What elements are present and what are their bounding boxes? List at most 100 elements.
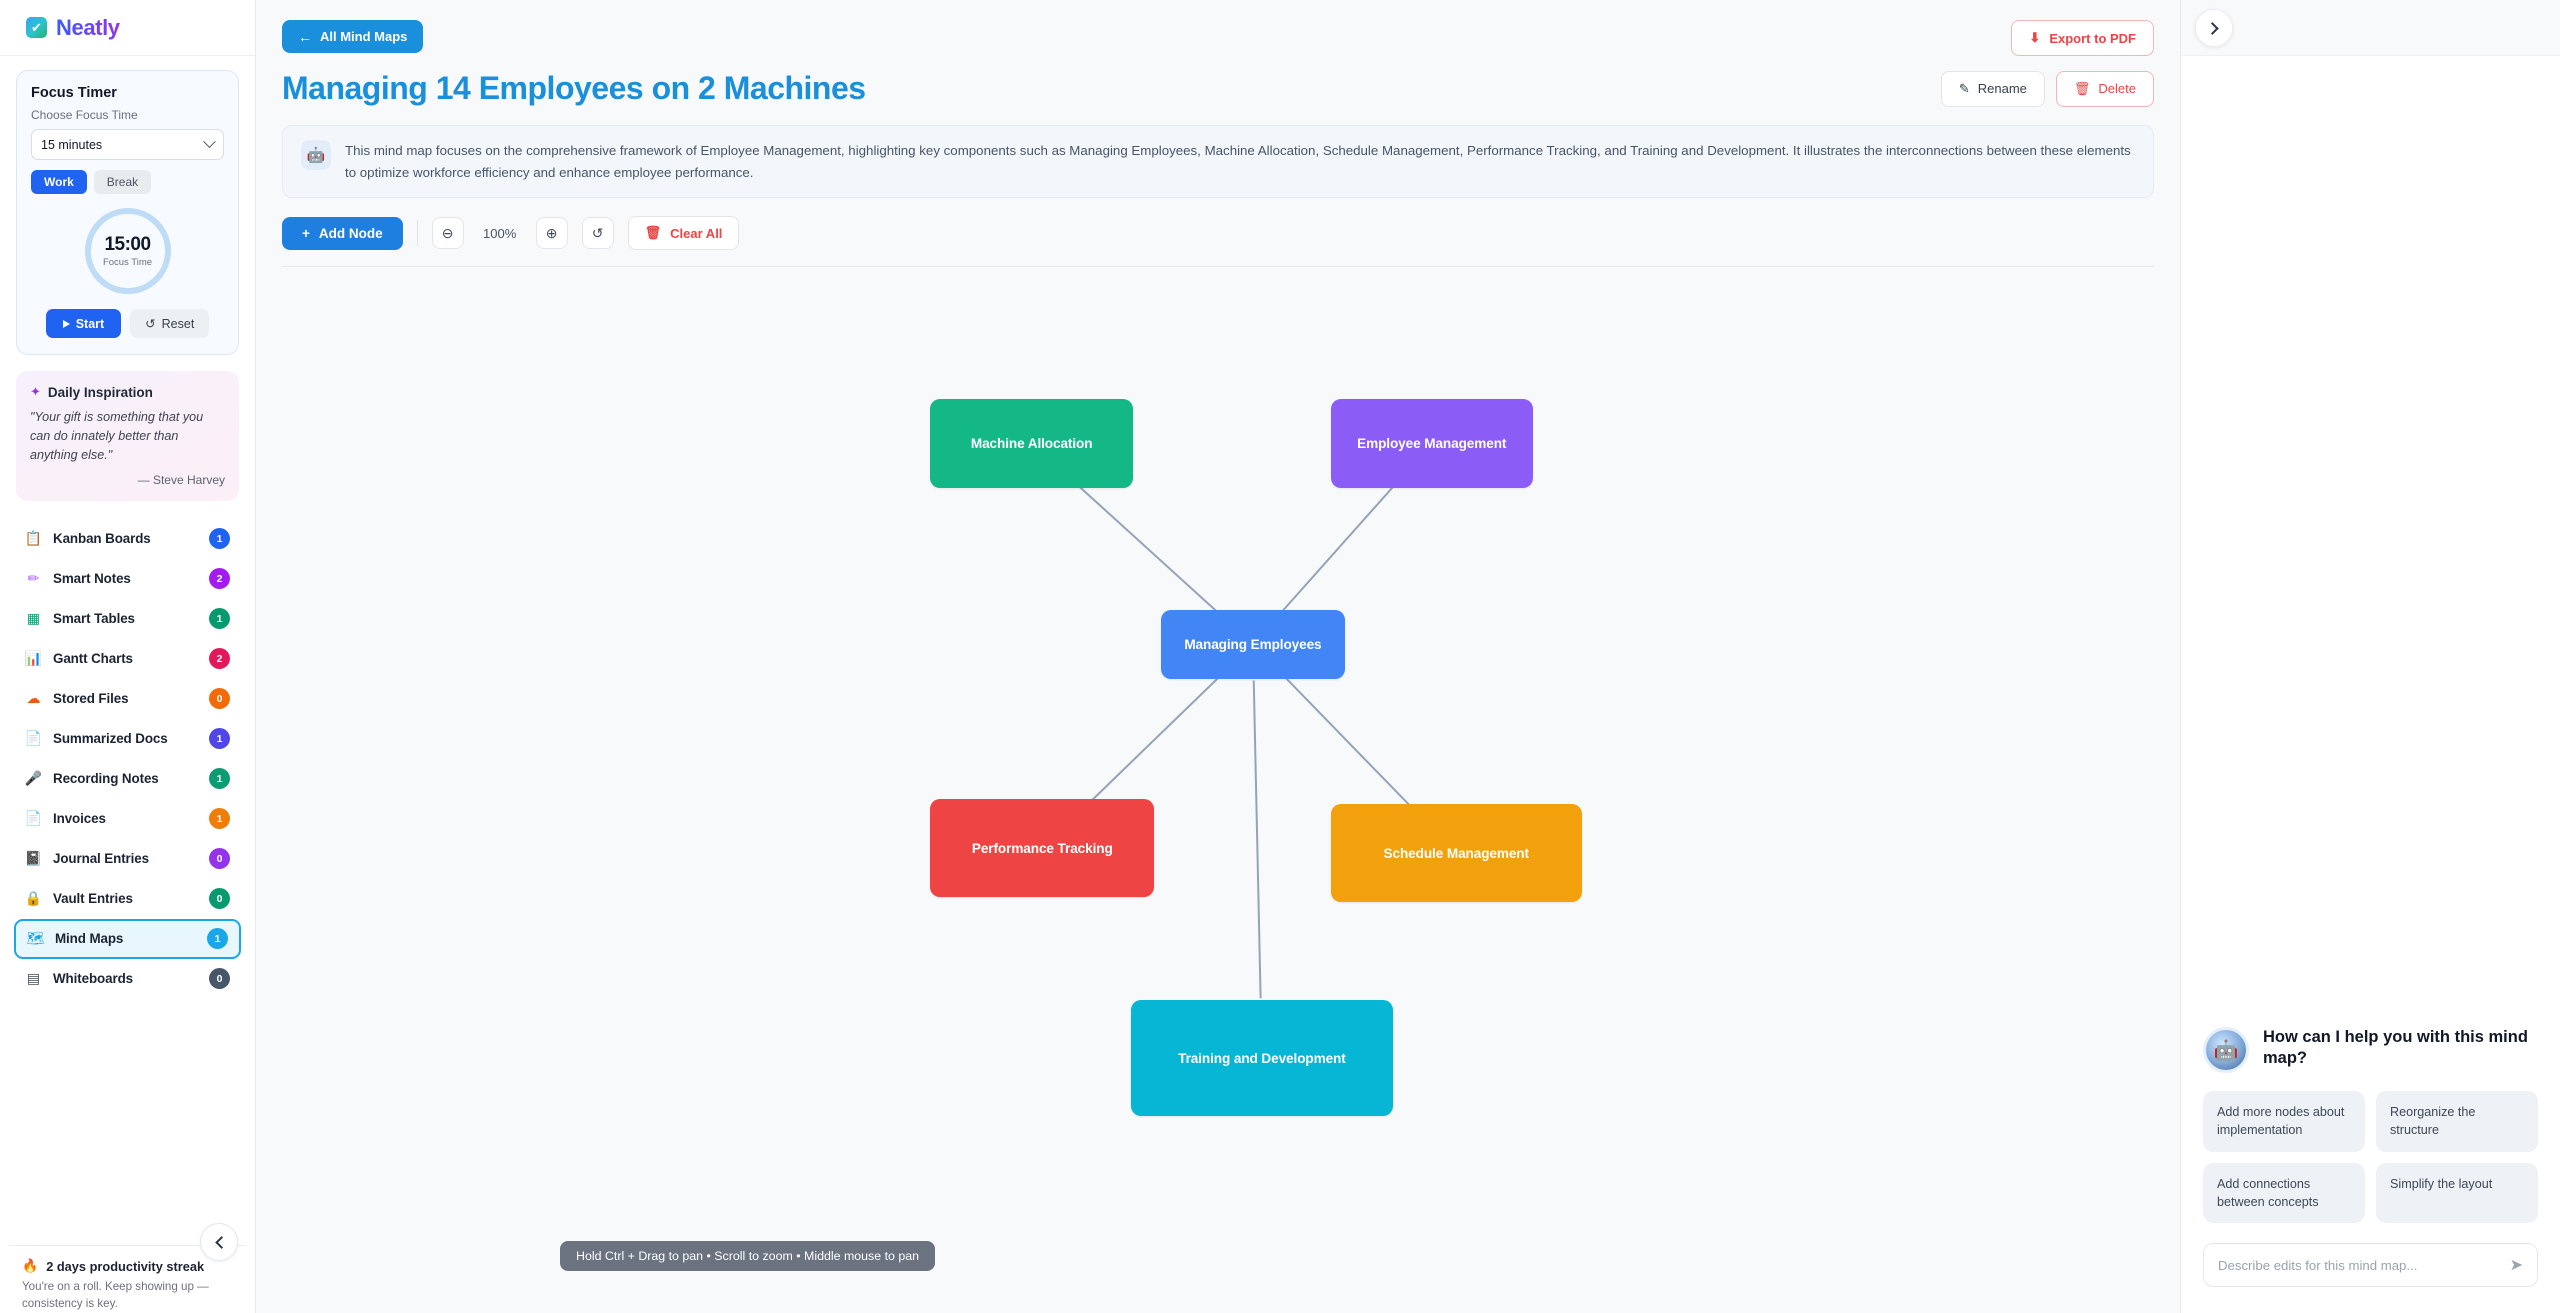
brand[interactable]: ✔ Neatly	[0, 0, 255, 56]
assistant-composer[interactable]: ➤	[2203, 1243, 2538, 1287]
title-row: Managing 14 Employees on 2 Machines ✎ Re…	[282, 70, 2154, 107]
sidebar-item-label: Smart Notes	[53, 571, 131, 587]
ai-assistant-avatar: 🤖	[2203, 1027, 2249, 1073]
focus-timer-card: Focus Timer Choose Focus Time 15 minutes…	[16, 70, 239, 355]
journal-icon: 📓	[24, 850, 43, 867]
export-to-pdf-button[interactable]: ⬇ Export to PDF	[2011, 20, 2154, 56]
delete-button[interactable]: 🗑 Delete	[2055, 70, 2154, 107]
clear-all-button[interactable]: 🗑 Clear All	[627, 216, 740, 251]
sidebar-item-badge: 1	[209, 808, 230, 830]
reset-timer-button[interactable]: ↺ Reset	[130, 309, 210, 338]
page-title: Managing 14 Employees on 2 Machines	[282, 70, 866, 106]
mindmap-node-performance-tracking[interactable]: Performance Tracking	[930, 799, 1155, 898]
lock-icon: 🔒	[24, 890, 43, 907]
main-content: ← All Mind Maps ⬇ Export to PDF Managing…	[256, 0, 2180, 1313]
suggestion-chip[interactable]: Add connections between concepts	[2203, 1162, 2365, 1223]
back-label: All Mind Maps	[320, 29, 408, 44]
mindmap-node-training-development[interactable]: Training and Development	[1131, 1000, 1393, 1117]
assistant-header: 🤖 How can I help you with this mind map?	[2203, 1027, 2538, 1073]
sidebar-item-label: Journal Entries	[53, 851, 149, 867]
note-edit-icon: ✏	[27, 570, 40, 587]
mindmap-edges	[1065, 473, 1422, 999]
all-mind-maps-button[interactable]: ← All Mind Maps	[282, 20, 424, 53]
inspiration-quote: "Your gift is something that you can do …	[30, 410, 204, 462]
canvas-hint: Hold Ctrl + Drag to pan • Scroll to zoom…	[560, 1241, 936, 1271]
mindmap-node-schedule-management[interactable]: Schedule Management	[1330, 804, 1582, 903]
mindmap-node-machine-allocation[interactable]: Machine Allocation	[930, 399, 1133, 488]
assistant-panel-header	[2181, 0, 2560, 56]
suggestion-chip[interactable]: Add more nodes about implementation	[2203, 1091, 2365, 1152]
rename-button[interactable]: ✎ Rename	[1940, 70, 2045, 107]
assistant-body: 🤖 How can I help you with this mind map?…	[2181, 1027, 2560, 1313]
reset-view-button[interactable]: ↺	[581, 217, 614, 250]
mindmap-canvas[interactable]: Hold Ctrl + Drag to pan • Scroll to zoom…	[256, 267, 2180, 1313]
description-panel: 🤖 This mind map focuses on the comprehen…	[282, 125, 2154, 199]
sidebar-item-badge: 1	[207, 928, 228, 950]
timer-display: 15:00	[104, 234, 151, 255]
focus-time-select[interactable]: 15 minutes	[31, 129, 224, 160]
mindmap-node-managing-employees[interactable]: Managing Employees	[1160, 609, 1346, 679]
zoom-level: 100%	[483, 225, 517, 241]
start-label: Start	[75, 316, 105, 331]
clear-all-label: Clear All	[670, 225, 723, 241]
focus-time-value: 15 minutes	[41, 137, 103, 152]
suggestion-chip[interactable]: Simplify the layout	[2376, 1162, 2538, 1223]
brand-name: Neatly	[56, 14, 120, 40]
rename-label: Rename	[1977, 81, 2027, 96]
ai-assistant-panel: 🤖 How can I help you with this mind map?…	[2180, 0, 2560, 1313]
chevron-right-icon	[2205, 21, 2219, 35]
trash-icon: 🗑	[2073, 80, 2091, 96]
sidebar-item-badge: 1	[209, 768, 230, 790]
layout-icon: ▤	[26, 970, 41, 987]
break-mode-button[interactable]: Break	[93, 170, 152, 194]
send-icon[interactable]: ➤	[2509, 1257, 2523, 1274]
suggestion-chip[interactable]: Reorganize the structure	[2376, 1091, 2538, 1152]
sidebar-item-label: Gantt Charts	[53, 651, 133, 667]
sidebar-item-badge: 1	[209, 528, 230, 550]
add-node-button[interactable]: + Add Node	[282, 216, 403, 250]
inspiration-header: ✦ Daily Inspiration	[30, 384, 225, 400]
timer-dial: 15:00 Focus Time	[84, 208, 171, 294]
zoom-out-button[interactable]: ⊖	[431, 217, 464, 250]
chevron-left-icon	[214, 1235, 228, 1249]
assistant-question: How can I help you with this mind map?	[2263, 1028, 2528, 1068]
collapse-assistant-button[interactable]	[2195, 9, 2233, 47]
timer-dial-wrap: 15:00 Focus Time	[31, 208, 224, 294]
sidebar-item-badge: 0	[209, 888, 230, 910]
zoom-in-button[interactable]: ⊕	[535, 217, 568, 250]
rotate-ccw-icon: ↺	[145, 317, 156, 331]
sidebar-item-label: Invoices	[53, 811, 106, 827]
streak-subtitle: You're on a roll. Keep showing up — cons…	[22, 1280, 209, 1311]
play-icon	[62, 319, 70, 328]
canvas-toolbar: + Add Node ⊖ 100% ⊕ ↺ 🗑 Clear All	[282, 216, 2154, 268]
start-timer-button[interactable]: Start	[45, 309, 122, 338]
collapse-sidebar-button[interactable]	[200, 1223, 238, 1261]
assistant-input[interactable]	[2218, 1257, 2510, 1273]
add-node-label: Add Node	[318, 225, 383, 241]
work-mode-button[interactable]: Work	[31, 170, 87, 194]
document-icon: 📄	[24, 730, 43, 747]
download-icon: ⬇	[2029, 30, 2041, 45]
streak-title: 2 days productivity streak	[46, 1258, 205, 1274]
toolbar-divider	[416, 220, 418, 247]
delete-label: Delete	[2098, 81, 2136, 96]
mindmap-node-employee-management[interactable]: Employee Management	[1330, 399, 1533, 488]
microphone-icon: 🎤	[24, 770, 43, 787]
sidebar-item-badge: 2	[209, 648, 230, 670]
focus-time-label: Choose Focus Time	[31, 108, 138, 122]
table-icon: ▦	[26, 610, 41, 627]
sidebar-item-label: Stored Files	[53, 691, 129, 707]
